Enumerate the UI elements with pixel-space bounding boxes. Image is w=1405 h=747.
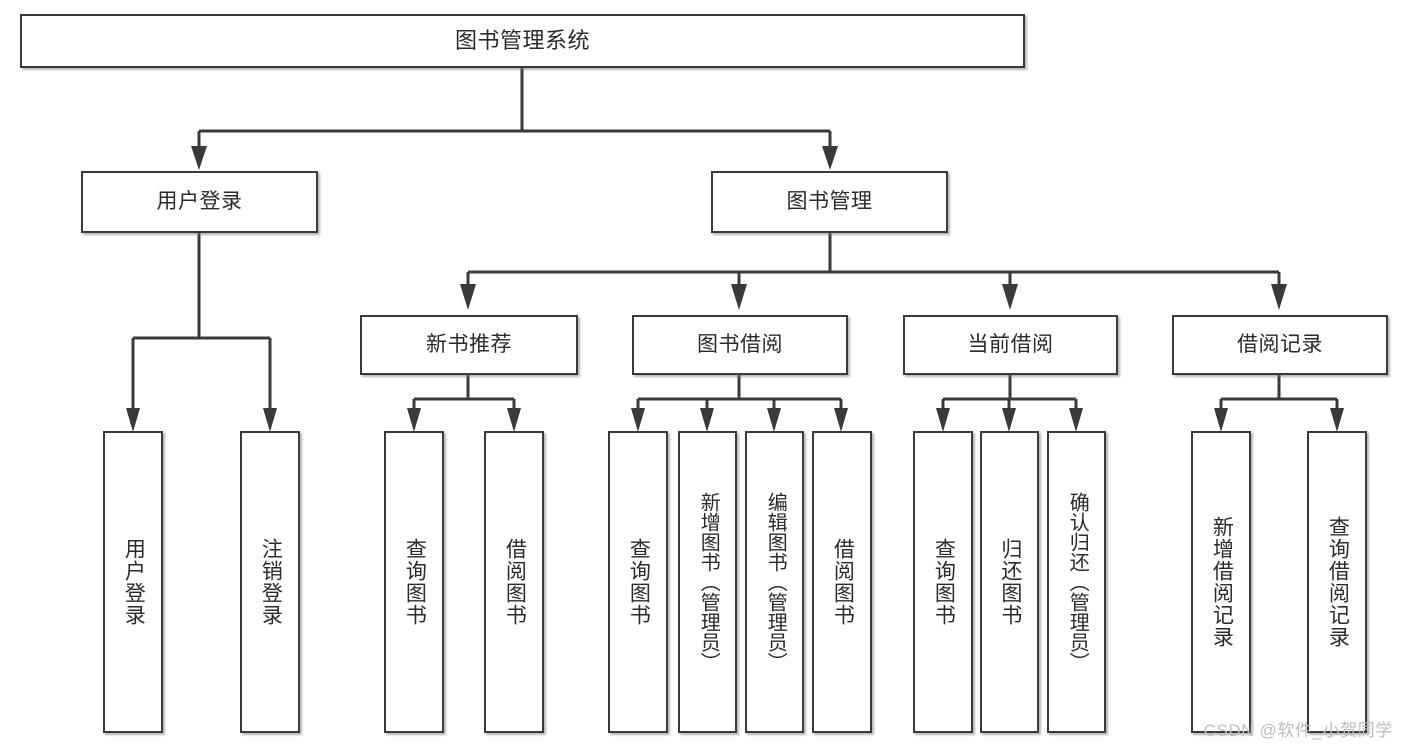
watermark-text: CSDN @软件_小贺同学 [1203,721,1393,740]
node-root[interactable]: 图书管理系统 [20,14,1025,68]
node-new-book-rec-label: 新书推荐 [426,333,512,357]
node-leaf-query-book-1[interactable]: 查询图书 [384,431,444,733]
node-borrow-record[interactable]: 借阅记录 [1172,315,1388,375]
node-leaf-return-book-label: 归还图书 [998,538,1022,626]
node-leaf-query-book-2[interactable]: 查询图书 [608,431,668,733]
node-leaf-query-book-3-label: 查询图书 [932,538,956,626]
node-new-book-rec[interactable]: 新书推荐 [360,315,578,375]
node-user-login[interactable]: 用户登录 [81,171,318,233]
node-leaf-user-login[interactable]: 用户登录 [103,431,163,733]
node-current-borrow[interactable]: 当前借阅 [903,315,1118,375]
node-leaf-add-record-label: 新增借阅记录 [1210,516,1234,648]
node-leaf-query-record[interactable]: 查询借阅记录 [1307,431,1367,733]
node-leaf-borrow-book-1-label: 借阅图书 [503,538,527,626]
node-user-login-label: 用户登录 [156,190,243,214]
node-leaf-logout-label: 注销登录 [259,538,283,626]
node-leaf-logout[interactable]: 注销登录 [240,431,300,733]
node-leaf-query-record-label: 查询借阅记录 [1326,516,1350,648]
node-leaf-add-record[interactable]: 新增借阅记录 [1191,431,1251,733]
node-root-label: 图书管理系统 [454,27,590,53]
node-leaf-edit-book[interactable]: 编辑图书（管理员） [745,431,804,733]
node-leaf-user-login-label: 用户登录 [122,538,146,626]
node-book-borrow[interactable]: 图书借阅 [632,315,848,375]
node-leaf-borrow-book-2-label: 借阅图书 [831,538,855,626]
node-leaf-confirm-return-label: 确认归还（管理员） [1066,492,1089,672]
node-book-manage[interactable]: 图书管理 [711,171,948,233]
node-current-borrow-label: 当前借阅 [967,333,1054,357]
node-leaf-edit-book-label: 编辑图书（管理员） [764,492,787,672]
node-leaf-confirm-return[interactable]: 确认归还（管理员） [1047,431,1106,733]
node-leaf-query-book-2-label: 查询图书 [627,538,651,626]
node-leaf-return-book[interactable]: 归还图书 [980,431,1039,733]
node-leaf-borrow-book-2[interactable]: 借阅图书 [812,431,872,733]
node-leaf-query-book-3[interactable]: 查询图书 [913,431,973,733]
node-leaf-add-book-label: 新增图书（管理员） [697,492,720,672]
node-borrow-record-label: 借阅记录 [1237,333,1323,357]
node-leaf-query-book-1-label: 查询图书 [403,538,427,626]
node-book-borrow-label: 图书借阅 [697,333,783,357]
node-book-manage-label: 图书管理 [786,190,873,214]
node-leaf-borrow-book-1[interactable]: 借阅图书 [484,431,544,733]
node-leaf-add-book[interactable]: 新增图书（管理员） [678,431,737,733]
